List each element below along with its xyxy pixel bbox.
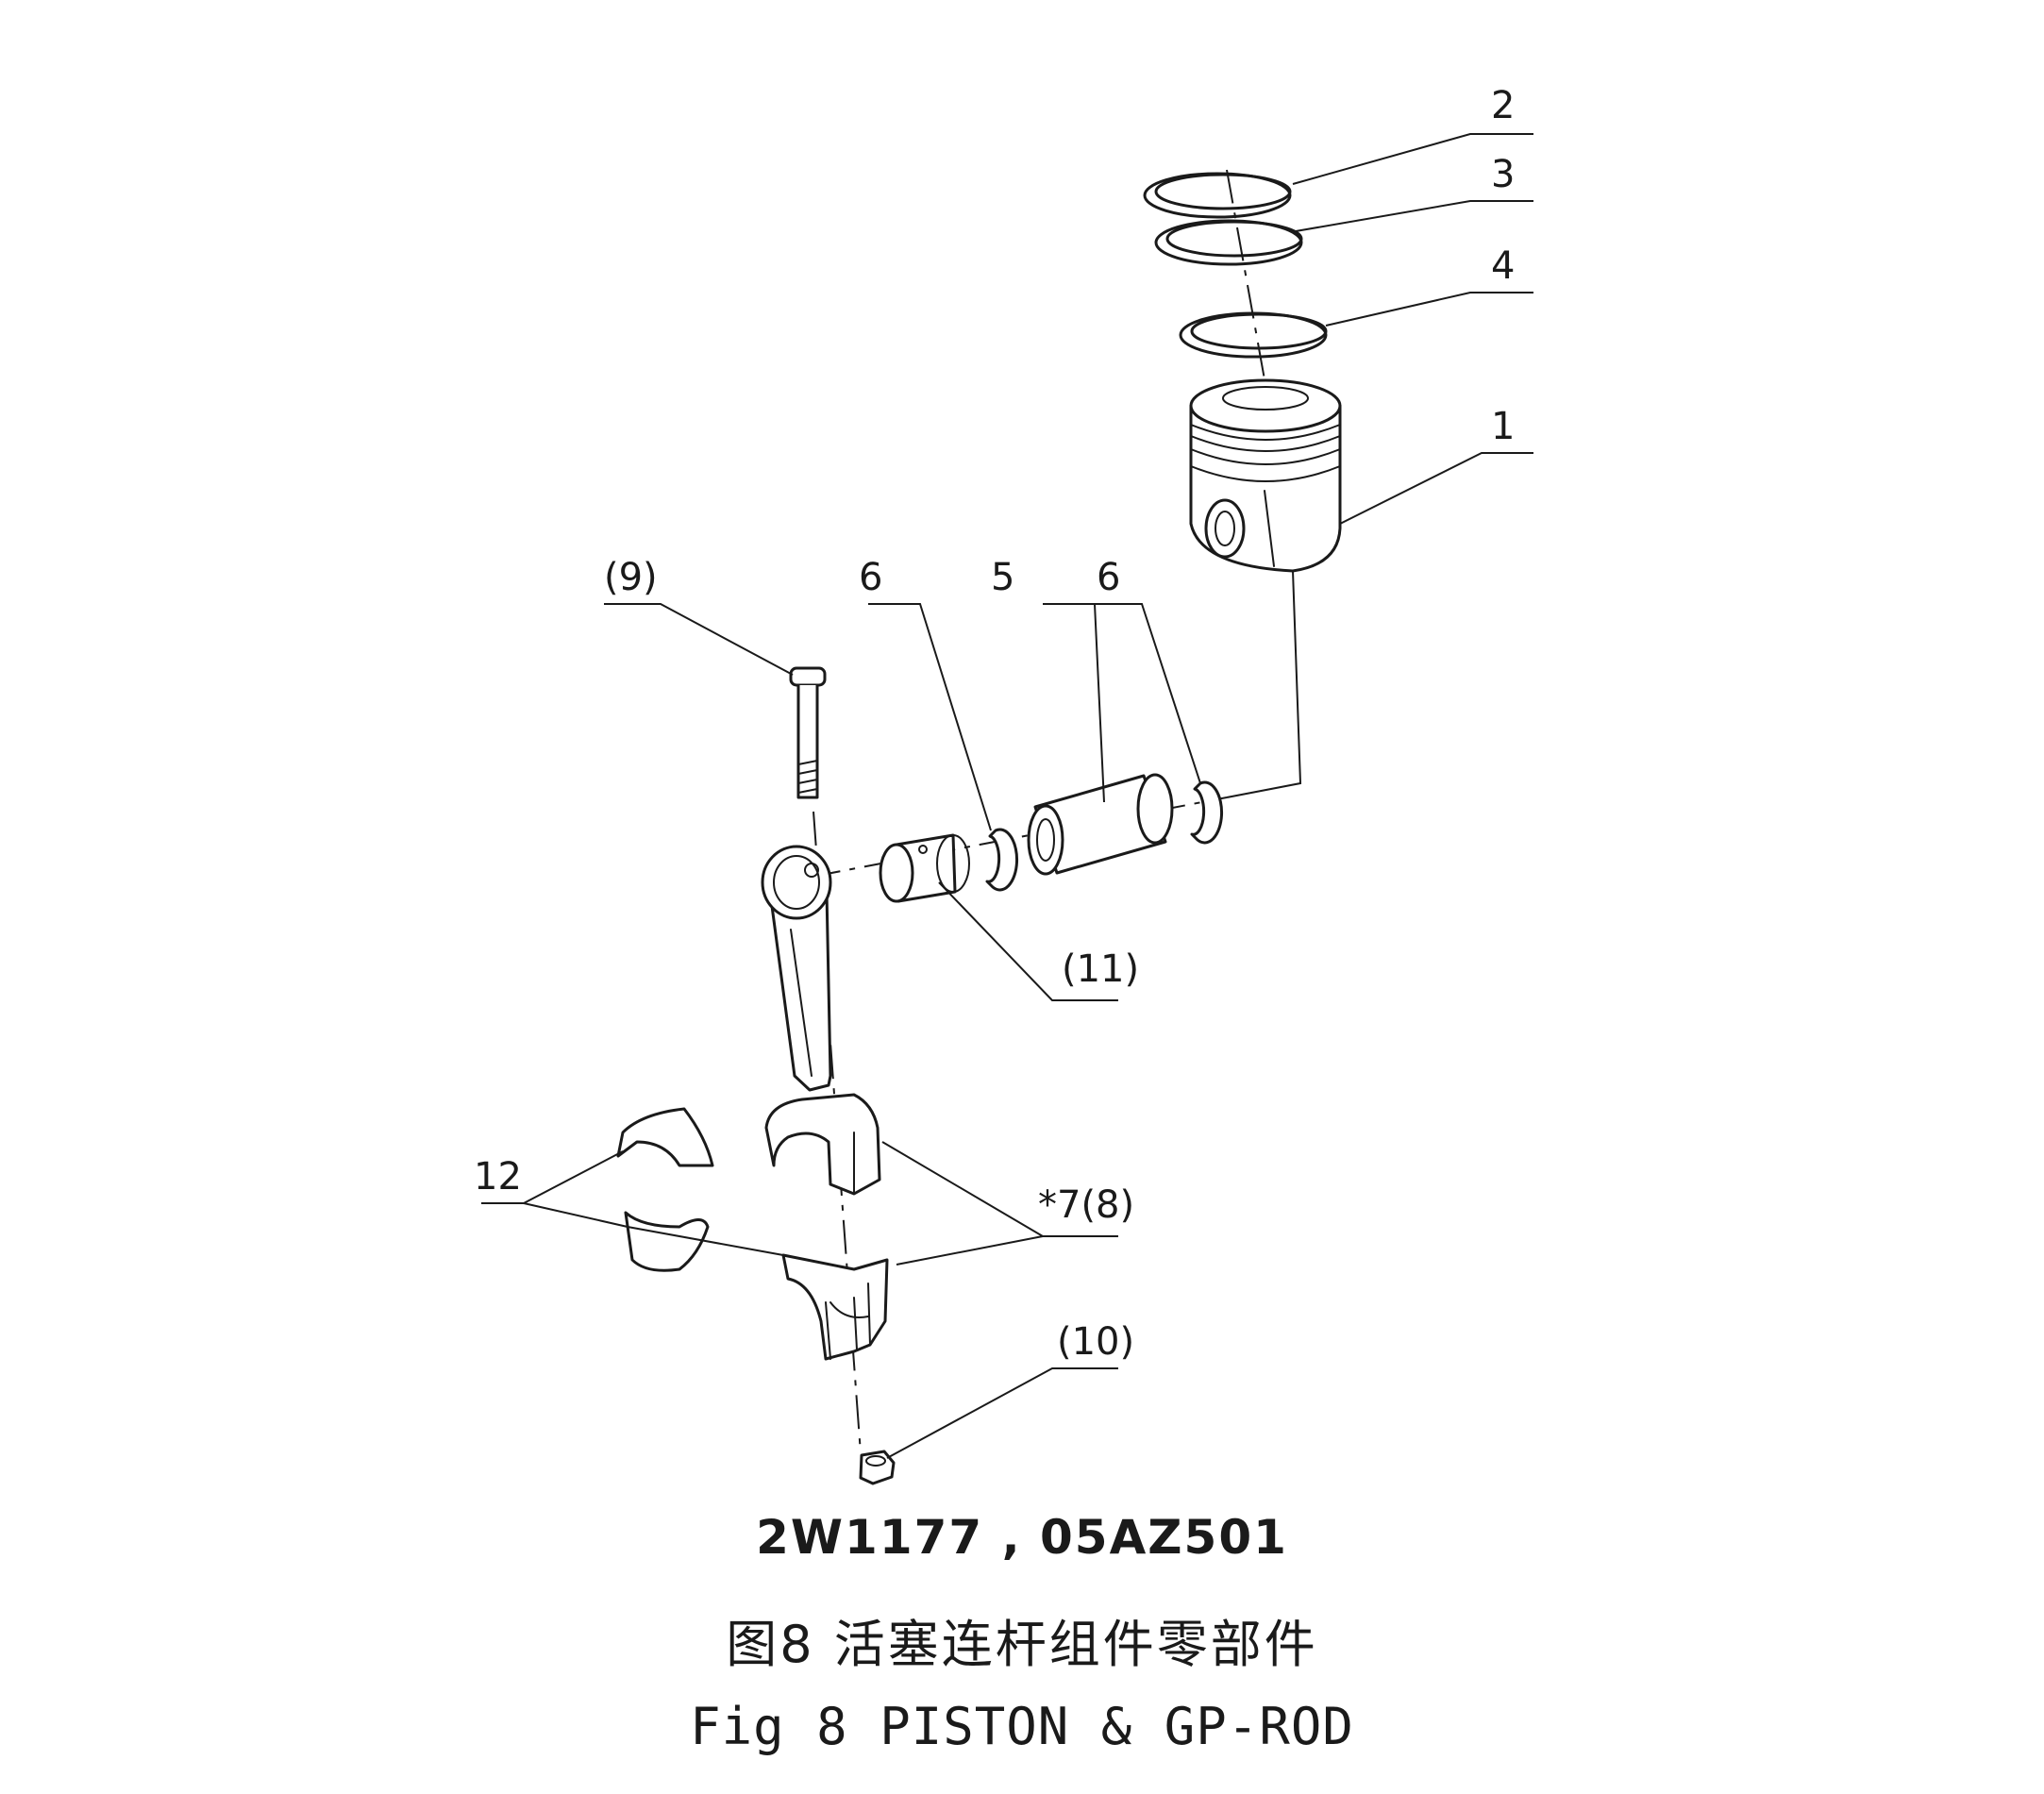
piston-pin [1027, 773, 1174, 876]
oil-control-ring-inner [1190, 312, 1328, 350]
leader-6-right [1095, 603, 1201, 784]
callout-11: (11) [1062, 947, 1139, 991]
leader-11 [938, 881, 1118, 1001]
connecting-rod-cap [781, 1253, 889, 1361]
callout-9: (9) [604, 556, 658, 599]
connecting-rod-nut [859, 1450, 896, 1485]
circlip-left [985, 828, 1019, 892]
callout-6-left: 6 [859, 556, 882, 599]
leader-6-left [868, 603, 992, 831]
diagram-canvas: 2 3 4 1 5 6 6 (9) (11) *7(8) 12 (10) [474, 84, 1533, 1485]
callout-12: 12 [474, 1155, 522, 1199]
figure-title-cn: 图8 活塞连杆组件零部件 [726, 1615, 1318, 1674]
leader-4 [1325, 292, 1533, 327]
circlip-right [1190, 780, 1224, 845]
leader-1-axis [1226, 570, 1302, 798]
piston [1189, 378, 1342, 573]
bearing-shell-lower [624, 1211, 710, 1272]
leader-3 [1295, 200, 1533, 232]
callout-2: 2 [1491, 84, 1515, 127]
bearing-shell-upper [616, 1107, 714, 1167]
callout-10: (10) [1057, 1320, 1134, 1364]
connecting-rod-bolt [789, 666, 827, 799]
leader-9 [604, 603, 794, 676]
model-codes: 2W1177 , 05AZ501 [756, 1510, 1288, 1565]
piston-ring-top-inner [1154, 173, 1292, 210]
callout-3: 3 [1491, 153, 1515, 196]
callout-7: *7(8) [1038, 1183, 1134, 1227]
figure-title-en: Fig 8 PISTON & GP-ROD [690, 1697, 1354, 1756]
piston-axis [1226, 169, 1270, 407]
leader-1 [1339, 452, 1533, 525]
leader-10 [886, 1367, 1118, 1459]
leader-12-lower [523, 1202, 784, 1256]
piston-ring-second-inner [1165, 220, 1303, 258]
leader-7-cap [896, 1235, 1044, 1266]
connecting-rod [761, 845, 881, 1196]
callout-1: 1 [1491, 405, 1515, 448]
callout-4: 4 [1491, 244, 1515, 288]
leader-2 [1292, 133, 1533, 185]
callout-5: 5 [991, 556, 1014, 599]
small-end-bushing [879, 833, 970, 903]
callout-6-right: 6 [1097, 556, 1120, 599]
leader-5 [1043, 603, 1105, 803]
